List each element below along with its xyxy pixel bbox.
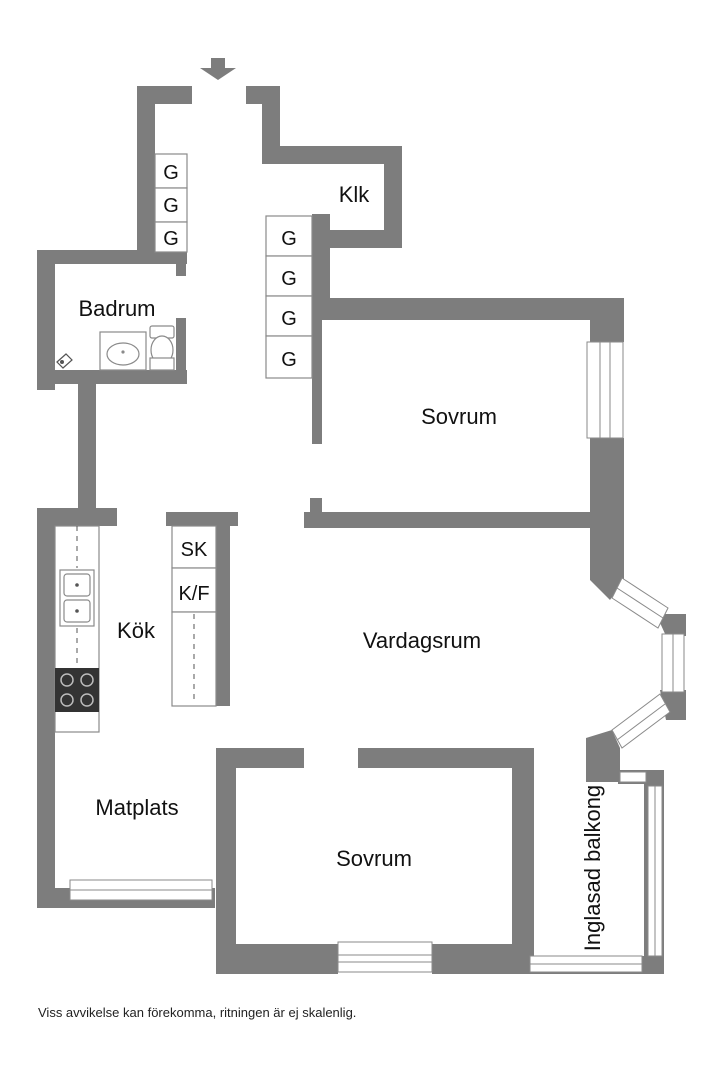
disclaimer-text: Viss avvikelse kan förekomma, ritningen … bbox=[38, 1005, 357, 1020]
kitchen-pantry-units: SK K/F bbox=[171, 525, 217, 707]
sink-icon bbox=[99, 331, 147, 371]
room-label-badrum: Badrum bbox=[78, 296, 155, 321]
wardrobe-label: G bbox=[281, 308, 297, 330]
toilet-icon bbox=[149, 325, 175, 371]
stove-icon bbox=[55, 668, 99, 712]
windows bbox=[69, 341, 685, 973]
walls bbox=[37, 86, 686, 974]
wardrobe-label: G bbox=[163, 228, 179, 250]
room-label-kok: Kök bbox=[117, 618, 156, 643]
room-label-vardagsrum: Vardagsrum bbox=[363, 628, 481, 653]
entrance-arrow-icon bbox=[200, 58, 236, 80]
kitchen-sink-icon bbox=[59, 569, 95, 627]
wardrobe-label: G bbox=[281, 268, 297, 290]
wardrobes-hall-left: G G G bbox=[154, 153, 188, 253]
fridge-freezer-label: K/F bbox=[178, 583, 209, 605]
room-label-sovrum-1: Sovrum bbox=[421, 404, 497, 429]
wardrobe-label: G bbox=[163, 162, 179, 184]
room-label-balkong: Inglasad balkong bbox=[580, 785, 605, 951]
floor-plan: G G G G G G G bbox=[37, 58, 686, 974]
freezer-label: SK bbox=[181, 539, 208, 561]
room-label-sovrum-2: Sovrum bbox=[336, 846, 412, 871]
shower-drain-icon bbox=[56, 353, 73, 369]
wardrobes-hall-right: G G G G bbox=[265, 215, 313, 379]
wardrobe-label: G bbox=[281, 228, 297, 250]
room-label-matplats: Matplats bbox=[95, 795, 178, 820]
room-label-klk: Klk bbox=[339, 182, 371, 207]
wardrobe-label: G bbox=[281, 349, 297, 371]
wardrobe-label: G bbox=[163, 195, 179, 217]
